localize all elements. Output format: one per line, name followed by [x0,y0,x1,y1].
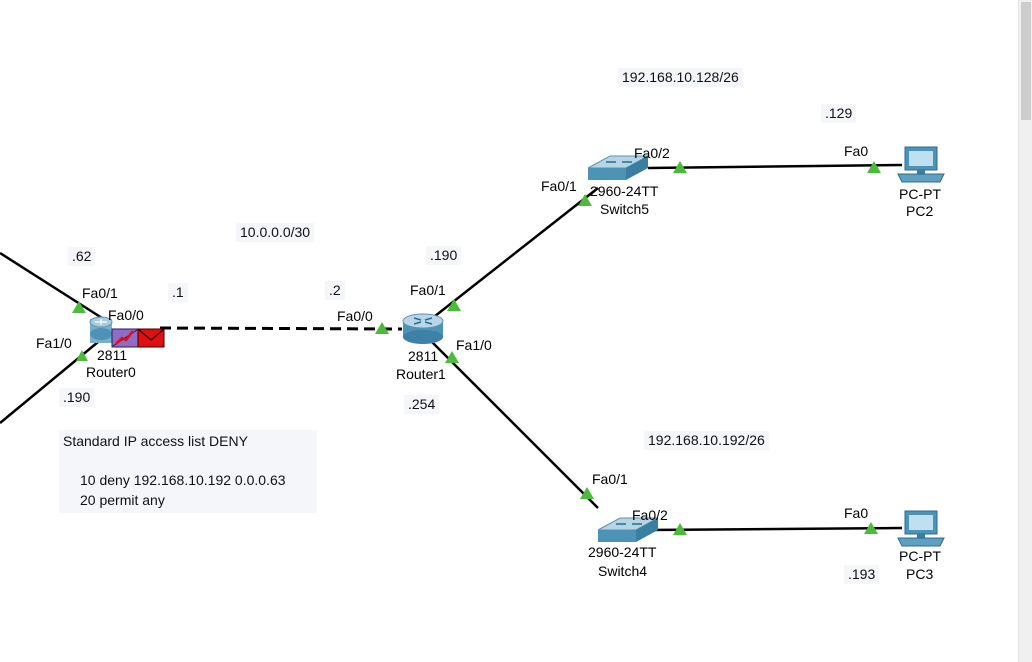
port-label: Fa0/1 [592,471,628,487]
device-name-label[interactable]: PC2 [906,203,934,219]
scrollbar-thumb[interactable] [1021,2,1031,120]
port-up-indicator [864,522,878,534]
link-switch4-pc3[interactable] [647,526,903,532]
device-name-label[interactable]: Switch4 [598,563,648,579]
switch4-icon[interactable] [597,517,659,542]
port-up-indicator [76,350,88,361]
vertical-scrollbar[interactable] [1018,0,1032,662]
port-label: Fa0/1 [541,178,577,194]
port-up-indicator [375,322,389,334]
link-switch5-pc2[interactable] [647,163,903,170]
port-up-indicator [578,194,592,206]
note-r1-fa01-ip[interactable]: .190 [426,246,462,265]
port-up-indicator [445,351,459,363]
note-access-list[interactable]: Standard IP access list DENY 10 deny 192… [59,430,317,513]
note-pc2-ip[interactable]: .129 [821,104,857,123]
port-label: Fa0 [844,505,869,521]
router0-icon[interactable] [89,316,113,343]
acl-title: Standard IP access list DENY [63,433,248,449]
port-up-indicator [673,161,687,173]
port-label: Fa0/1 [82,285,118,301]
note-r1-fa00-ip[interactable]: .2 [325,281,345,300]
port-label: Fa0/2 [634,145,670,161]
note-r0-fa00-ip[interactable]: .1 [168,283,188,302]
port-up-indicator [447,299,461,311]
device-name-label[interactable]: PC3 [906,566,934,582]
link-router0-router1[interactable] [159,326,403,331]
router1-icon[interactable] [402,313,444,344]
note-net-bottom[interactable]: 192.168.10.192/26 [644,431,769,450]
pc2-icon[interactable] [897,146,945,183]
pc3-icon[interactable] [897,510,945,547]
link-router0-fa01[interactable] [0,251,103,320]
device-name-label[interactable]: Switch5 [600,201,650,217]
link-router1-switch5[interactable] [429,187,599,321]
note-net-top[interactable]: 192.168.10.128/26 [618,68,743,87]
note-r0-fa01-ip[interactable]: .62 [68,247,96,266]
link-router1-switch4[interactable] [429,339,599,509]
device-name-label[interactable]: Router0 [86,364,136,380]
switch5-icon[interactable] [587,155,649,180]
port-up-indicator [72,301,86,313]
port-up-indicator [867,161,881,173]
port-label: Fa0/1 [410,282,446,298]
note-r0-fa10-ip[interactable]: .190 [59,388,95,407]
port-label: Fa1/0 [456,337,492,353]
port-up-indicator [673,523,687,535]
device-name-label[interactable]: Router1 [396,366,446,382]
note-net-link[interactable]: 10.0.0.0/30 [236,223,315,242]
device-model-label: 2811 [408,348,439,364]
device-model-label: PC-PT [899,548,941,564]
note-r1-fa10-ip[interactable]: .254 [404,395,440,414]
pdu-envelope-icon[interactable] [137,328,165,348]
acl-rule: 20 permit any [80,492,165,508]
port-label: Fa0/0 [337,308,373,324]
device-model-label: 2811 [97,347,128,363]
note-pc3-ip[interactable]: .193 [844,565,880,584]
acl-rule: 10 deny 192.168.10.192 0.0.0.63 [80,472,286,488]
port-up-indicator [580,487,594,499]
pdu-failed-icon[interactable] [111,328,139,348]
port-label: Fa0/0 [108,307,144,323]
device-model-label: 2960-24TT [588,544,657,560]
port-label: Fa1/0 [36,335,72,351]
port-label: Fa0 [844,143,869,159]
port-label: Fa0/2 [632,507,668,523]
device-model-label: PC-PT [899,186,941,202]
device-model-label: 2960-24TT [590,183,659,199]
